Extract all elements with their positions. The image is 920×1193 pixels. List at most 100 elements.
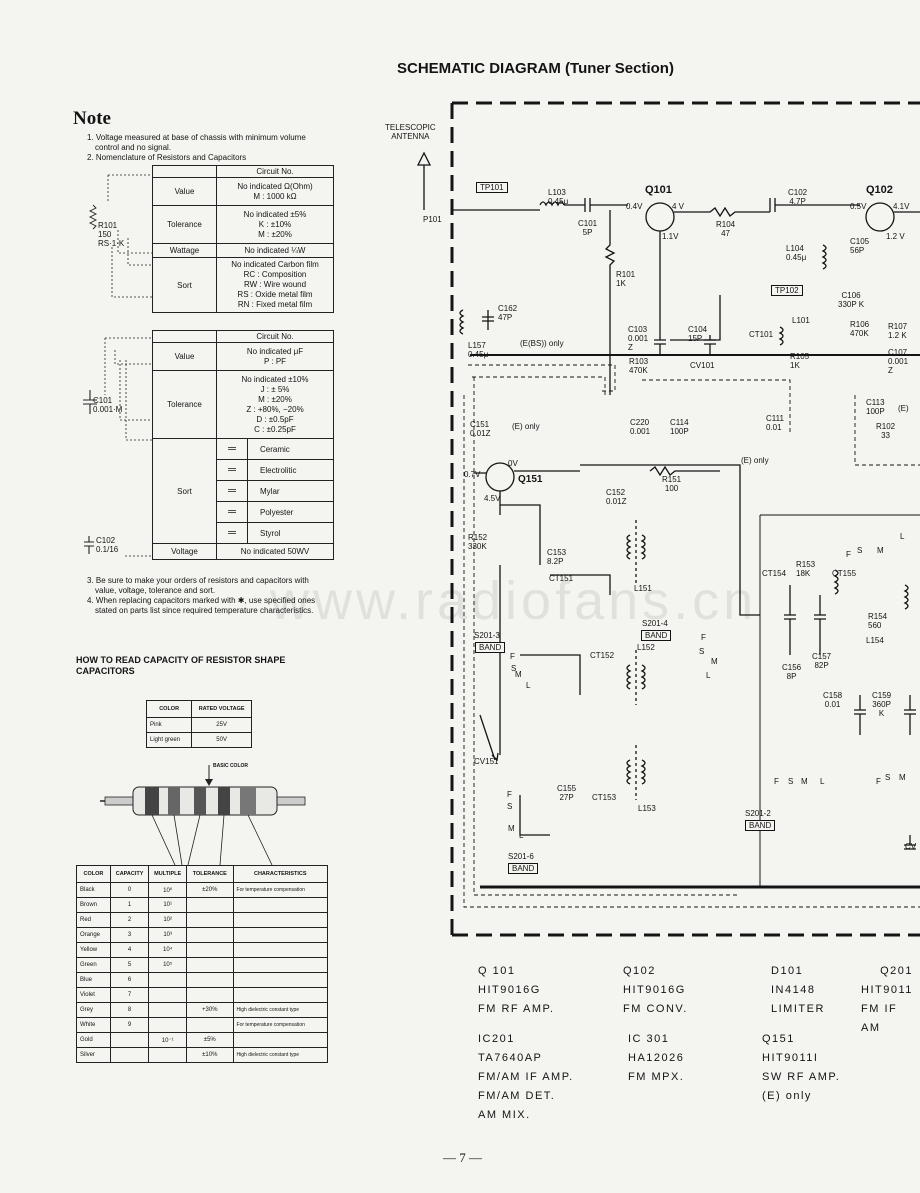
note-item-2: 2. Nomenclature of Resistors and Capacit… — [87, 153, 247, 162]
switch-letter: S — [507, 802, 513, 811]
legend-func: FM CONV. — [623, 1003, 688, 1015]
q102-voltage-3: 1.2 V — [886, 232, 905, 241]
q101-label: Q101 — [645, 184, 672, 196]
c104-label: C104 15P — [688, 325, 708, 343]
cell: 10³ — [148, 927, 188, 943]
cell — [232, 912, 329, 928]
cell — [232, 957, 329, 973]
cell — [109, 1047, 150, 1063]
row-value: No indicated 50WV — [216, 543, 334, 560]
cell — [186, 927, 234, 943]
r102-label: R102 33 — [876, 422, 896, 440]
ct155-label: CT155 — [832, 569, 857, 578]
s201-6-label: S201-6 — [508, 852, 534, 861]
cell — [186, 897, 234, 913]
cell: Violet — [76, 987, 111, 1003]
cell — [186, 942, 234, 958]
cell: Pink — [145, 717, 193, 733]
cell: 4 — [109, 942, 150, 958]
basic-color-label: BASIC COLOR — [213, 763, 248, 769]
cell — [232, 897, 329, 913]
s201-6-band-box: BAND — [508, 863, 539, 874]
legend-ref: Q102 — [623, 965, 656, 977]
l103-label: L103 0.45μ — [548, 188, 569, 206]
polyester-symbol-icon: ═ — [217, 502, 248, 522]
c101-label: C101 5P — [578, 219, 598, 237]
capacitor-example-text: C101 0.001·M — [93, 396, 123, 414]
e-only-label-3: (E) — [898, 404, 909, 413]
switch-letter: F — [510, 652, 515, 661]
switch-letter: S — [511, 664, 517, 673]
legend-part: HIT9016G — [478, 984, 541, 996]
legend-d101: D101 IN4148 LIMITER — [771, 962, 825, 1019]
l154-label: L154 — [866, 636, 884, 645]
switch-letter: F — [774, 777, 779, 786]
c157-label: C157 82P — [812, 652, 832, 670]
c162-label: C162 47P — [498, 304, 518, 322]
cell: 10⁴ — [148, 942, 188, 958]
cell: 8 — [109, 1002, 150, 1018]
ct152-label: CT152 — [590, 651, 615, 660]
watermark: www.radiofans.cn — [270, 571, 758, 631]
cell: Black — [76, 882, 111, 898]
cell: High dielectric constant type — [232, 1047, 329, 1063]
styrol-symbol-icon: ═ — [217, 523, 248, 543]
legend-part: HIT9016G — [623, 984, 686, 996]
c102-label: C102 4.7P — [788, 188, 808, 206]
note-heading: Note — [73, 108, 111, 129]
switch-letter: M — [515, 670, 522, 679]
capacitor-example-drawing — [83, 337, 152, 557]
electrolytic-symbol-icon: ═ — [217, 460, 248, 480]
q151-voltage-2: 0V — [508, 459, 518, 468]
row-value: No indicated ¼W — [216, 243, 334, 258]
cell: 6 — [109, 972, 150, 988]
cell: 10¹ — [148, 897, 188, 913]
col-header: CAPACITY — [109, 865, 150, 883]
row-value: No indicated μF P : PF — [216, 342, 334, 371]
cell: +30% — [186, 1002, 234, 1018]
row-value: No indicated ±10% J : ± 5% M : ±20% Z : … — [216, 370, 334, 439]
r153-label: R153 18K — [796, 560, 816, 578]
cell: 5 — [109, 957, 150, 973]
cell: For temperature compensation — [232, 1017, 329, 1033]
s201-4-band-box: BAND — [641, 630, 672, 641]
q102-voltage-1: 0.5V — [850, 202, 867, 211]
col-header: COLOR — [145, 700, 193, 718]
cv151-label: CV151 — [474, 757, 499, 766]
note-item-4: 4. When replacing capacitors marked with… — [87, 596, 316, 615]
cell: Yellow — [76, 942, 111, 958]
s201-4-label: S201-4 — [642, 619, 668, 628]
row-label: Tolerance — [152, 370, 217, 439]
cell — [186, 1017, 234, 1033]
cell: 25V — [191, 717, 252, 733]
legend-part: TA7640AP — [478, 1052, 543, 1064]
col-header: TOLERANCE — [186, 865, 234, 883]
cell — [232, 942, 329, 958]
legend-part: IN4148 — [771, 984, 816, 996]
c105-label: C105 56P — [850, 237, 870, 255]
col-header: CHARACTERISTICS — [232, 865, 329, 883]
legend-q102: Q102 HIT9016G FM CONV. — [623, 962, 688, 1019]
cv101-label: CV101 — [690, 361, 715, 370]
cell: 3 — [109, 927, 150, 943]
table-header: Circuit No. — [216, 330, 334, 343]
e-only-label-1: (E) only — [512, 422, 540, 431]
c111-label: C111 0.01 — [766, 414, 784, 432]
cell: ±5% — [186, 1032, 234, 1048]
cell — [148, 1002, 188, 1018]
q101-voltage-2: 4 V — [672, 202, 685, 211]
switch-letter: L — [526, 681, 531, 690]
tp101-label: TP101 — [476, 182, 508, 193]
cell: 9 — [109, 1017, 150, 1033]
switch-letter: S — [788, 777, 794, 786]
l104-label: L104 0.45μ — [786, 244, 807, 262]
